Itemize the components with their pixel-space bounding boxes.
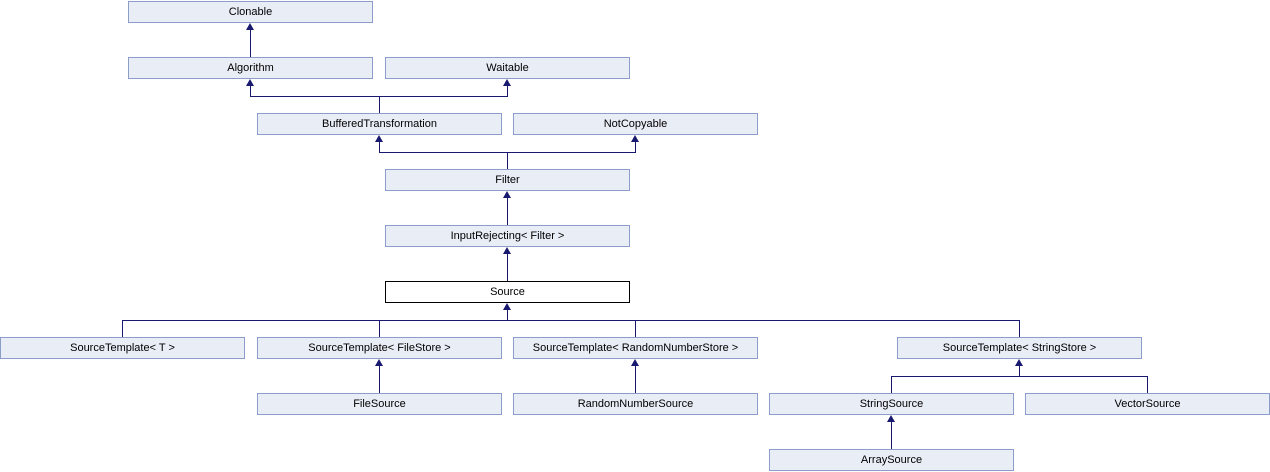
edge-vline [1019, 320, 1020, 337]
edge-vline [507, 197, 508, 225]
edge-vline [1019, 365, 1020, 376]
edge-vline [1147, 376, 1148, 393]
class-node-arraysource[interactable]: ArraySource [769, 449, 1014, 471]
class-node-algorithm[interactable]: Algorithm [128, 57, 373, 79]
arrowhead-up-icon [503, 303, 511, 310]
arrowhead-up-icon [887, 415, 895, 422]
arrowhead-up-icon [503, 247, 511, 254]
class-node-sourcetemplate-randomnumberstore[interactable]: SourceTemplate< RandomNumberStore > [513, 337, 758, 359]
class-node-source: Source [385, 281, 630, 303]
edge-vline [122, 320, 123, 337]
arrowhead-up-icon [246, 79, 254, 86]
edge-hline [122, 320, 1020, 321]
edge-vline [379, 320, 380, 337]
edge-vline [507, 152, 508, 169]
arrowhead-up-icon [631, 135, 639, 142]
class-node-bufferedtransformation[interactable]: BufferedTransformation [257, 113, 502, 135]
edge-vline [891, 376, 892, 393]
class-node-stringsource[interactable]: StringSource [769, 393, 1014, 415]
edge-vline [250, 85, 251, 96]
class-node-sourcetemplate-t[interactable]: SourceTemplate< T > [0, 337, 245, 359]
edge-vline [379, 365, 380, 393]
class-node-filesource[interactable]: FileSource [257, 393, 502, 415]
class-node-waitable[interactable]: Waitable [385, 57, 630, 79]
arrowhead-up-icon [1015, 359, 1023, 366]
class-node-sourcetemplate-stringstore[interactable]: SourceTemplate< StringStore > [897, 337, 1142, 359]
edge-vline [891, 421, 892, 449]
class-node-sourcetemplate-filestore[interactable]: SourceTemplate< FileStore > [257, 337, 502, 359]
arrowhead-up-icon [503, 191, 511, 198]
arrowhead-up-icon [631, 359, 639, 366]
class-node-vectorsource[interactable]: VectorSource [1025, 393, 1270, 415]
class-node-notcopyable[interactable]: NotCopyable [513, 113, 758, 135]
edge-vline [635, 365, 636, 393]
arrowhead-up-icon [503, 79, 511, 86]
class-node-clonable[interactable]: Clonable [128, 1, 373, 23]
arrowhead-up-icon [375, 135, 383, 142]
edge-vline [635, 141, 636, 152]
arrowhead-up-icon [375, 359, 383, 366]
edge-vline [635, 320, 636, 337]
edge-vline [379, 141, 380, 152]
edge-vline [379, 96, 380, 113]
edge-vline [507, 85, 508, 96]
arrowhead-up-icon [246, 23, 254, 30]
class-node-inputrejecting-filter[interactable]: InputRejecting< Filter > [385, 225, 630, 247]
edge-vline [507, 253, 508, 281]
edge-hline [891, 376, 1148, 377]
edge-vline [507, 309, 508, 320]
class-node-randomnumbersource[interactable]: RandomNumberSource [513, 393, 758, 415]
class-node-filter[interactable]: Filter [385, 169, 630, 191]
edge-vline [250, 29, 251, 57]
